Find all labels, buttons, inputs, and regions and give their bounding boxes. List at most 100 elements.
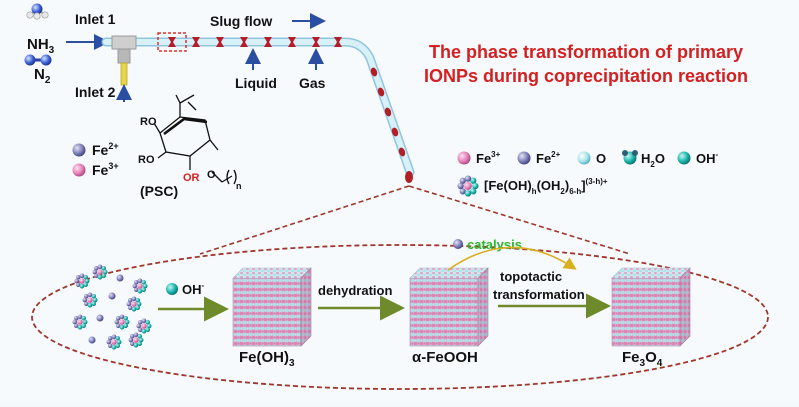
legend-complex-label: [Fe(OH)h(OH2)6-h](3-h)+ (484, 177, 608, 196)
slug-flow-label: Slug flow (210, 13, 272, 29)
catalysis-fe2-icon (453, 239, 463, 249)
fe2-ion (116, 274, 124, 282)
outlet-droplet (405, 171, 413, 183)
slug-segment (240, 37, 248, 47)
fe-complex-icon (132, 278, 148, 294)
slug-segment (264, 37, 272, 47)
inlet-2-label: Inlet 2 (75, 84, 116, 100)
slug-segment (216, 37, 224, 47)
psc-or-label: OR (183, 172, 200, 184)
transformation-label: transformation (493, 287, 585, 302)
fe2-ion (88, 336, 96, 344)
callout-line-left (199, 185, 410, 255)
microreactor: NH3 N2 Inlet 1 Inlet 2 Slug flow Liquid … (24, 3, 415, 183)
diagram-title-line-2: IONPs during coprecipitation reaction (424, 66, 748, 86)
inlet-2-tube (120, 62, 128, 86)
topotactic-label: topotactic (500, 269, 562, 284)
psc-n-label: n (236, 181, 242, 191)
process-ellipse (31, 244, 769, 390)
legend-h2o-icon (622, 150, 638, 165)
diagram-title-line-1: The phase transformation of primary (429, 42, 743, 62)
callout-line-right (408, 185, 631, 255)
crystal-front-face (232, 277, 302, 347)
feoh3-label: Fe(OH)3 (239, 349, 295, 369)
legend-h2o-label: H2O (641, 151, 665, 169)
fe-complex-icon (72, 314, 88, 330)
slug-segment (370, 67, 378, 77)
fe3o4-label: Fe3O4 (622, 349, 663, 369)
legend-fe2-label: Fe2+ (536, 150, 561, 166)
process-oh-icon (166, 283, 178, 295)
legend-o-icon (577, 151, 591, 165)
feooh-label: α-FeOOH (412, 349, 478, 366)
inlet-1-label: Inlet 1 (75, 11, 116, 27)
slug-segment (334, 37, 342, 47)
fe-complex-icon (82, 292, 98, 308)
psc-ro-top: RO (140, 116, 157, 128)
fe-complex-icon (106, 334, 122, 350)
gas-label: Gas (299, 75, 326, 91)
dehydration-label: dehydration (318, 283, 392, 298)
psc-o-label: O (207, 169, 216, 181)
psc-label: (PSC) (140, 183, 178, 199)
catalysis-arrow (447, 246, 577, 271)
fe-complex-icon (126, 296, 142, 312)
tube-inner (103, 39, 413, 175)
crystal-top-face (611, 267, 691, 279)
fe2-ion-icon (72, 143, 86, 157)
crystal-front-face (611, 277, 681, 347)
t-junction (111, 35, 137, 50)
legend-fe3-icon (457, 151, 471, 165)
fe-complex-icon (114, 314, 130, 330)
fe2-label: Fe2+ (92, 141, 119, 158)
fe2-ion (108, 292, 116, 300)
crystal-fe3o4 (611, 267, 691, 347)
slug-segment (398, 147, 406, 157)
crystal-side-face (679, 267, 691, 347)
fe3-label: Fe3+ (92, 161, 119, 178)
slug-segment (192, 37, 200, 47)
legend-fe2-icon (517, 151, 531, 165)
legend-complex-icon (457, 175, 479, 197)
atom-legend: Fe3+ Fe2+ O H2O OH- [Fe(OH)h(OH2)6-h](3-… (457, 150, 719, 197)
n2-molecule-icon (24, 54, 52, 66)
slug-segment (391, 127, 399, 137)
slug-segment (312, 37, 320, 47)
fe-complex-icon (74, 273, 90, 289)
slug-segment (384, 107, 392, 117)
tube-outline (101, 37, 415, 177)
slug-segment (377, 87, 385, 97)
crystal-feoh3 (232, 267, 312, 347)
fe-complex-icon (128, 332, 144, 348)
process-panel: OH- Fe(OH)3 dehydration α-FeOOH catalysi… (72, 237, 691, 369)
crystal-top-face (232, 267, 312, 279)
t-junction-stem (117, 48, 131, 64)
slug-highlight-box (157, 32, 187, 52)
nh3-molecule-icon (26, 3, 49, 20)
slug-segment (288, 37, 296, 47)
psc-ro-bottom: RO (138, 154, 155, 166)
fe-complex-icon (136, 318, 152, 334)
nh3-label: NH3 (27, 36, 55, 56)
n2-label: N2 (34, 66, 51, 86)
fe-complex-icon (92, 264, 108, 280)
slug-segment (168, 37, 176, 47)
reagents-panel: Fe2+ Fe3+ RO RO OR O n (PSC) (72, 94, 242, 199)
legend-o-label: O (596, 151, 606, 166)
fe3-ion-icon (72, 163, 86, 177)
liquid-label: Liquid (235, 75, 277, 91)
crystal-feooh (409, 267, 489, 347)
ion-cluster (72, 264, 152, 350)
crystal-front-face (409, 277, 479, 347)
crystal-side-face (477, 267, 489, 347)
fe-complex-icon (457, 175, 479, 197)
crystal-side-face (300, 267, 312, 347)
legend-oh-icon (677, 151, 691, 165)
psc-structure (153, 94, 237, 185)
legend-fe3-label: Fe3+ (476, 150, 501, 166)
fe2-ion (96, 314, 104, 322)
process-oh-label: OH- (182, 281, 205, 297)
slug-segments (168, 37, 406, 157)
